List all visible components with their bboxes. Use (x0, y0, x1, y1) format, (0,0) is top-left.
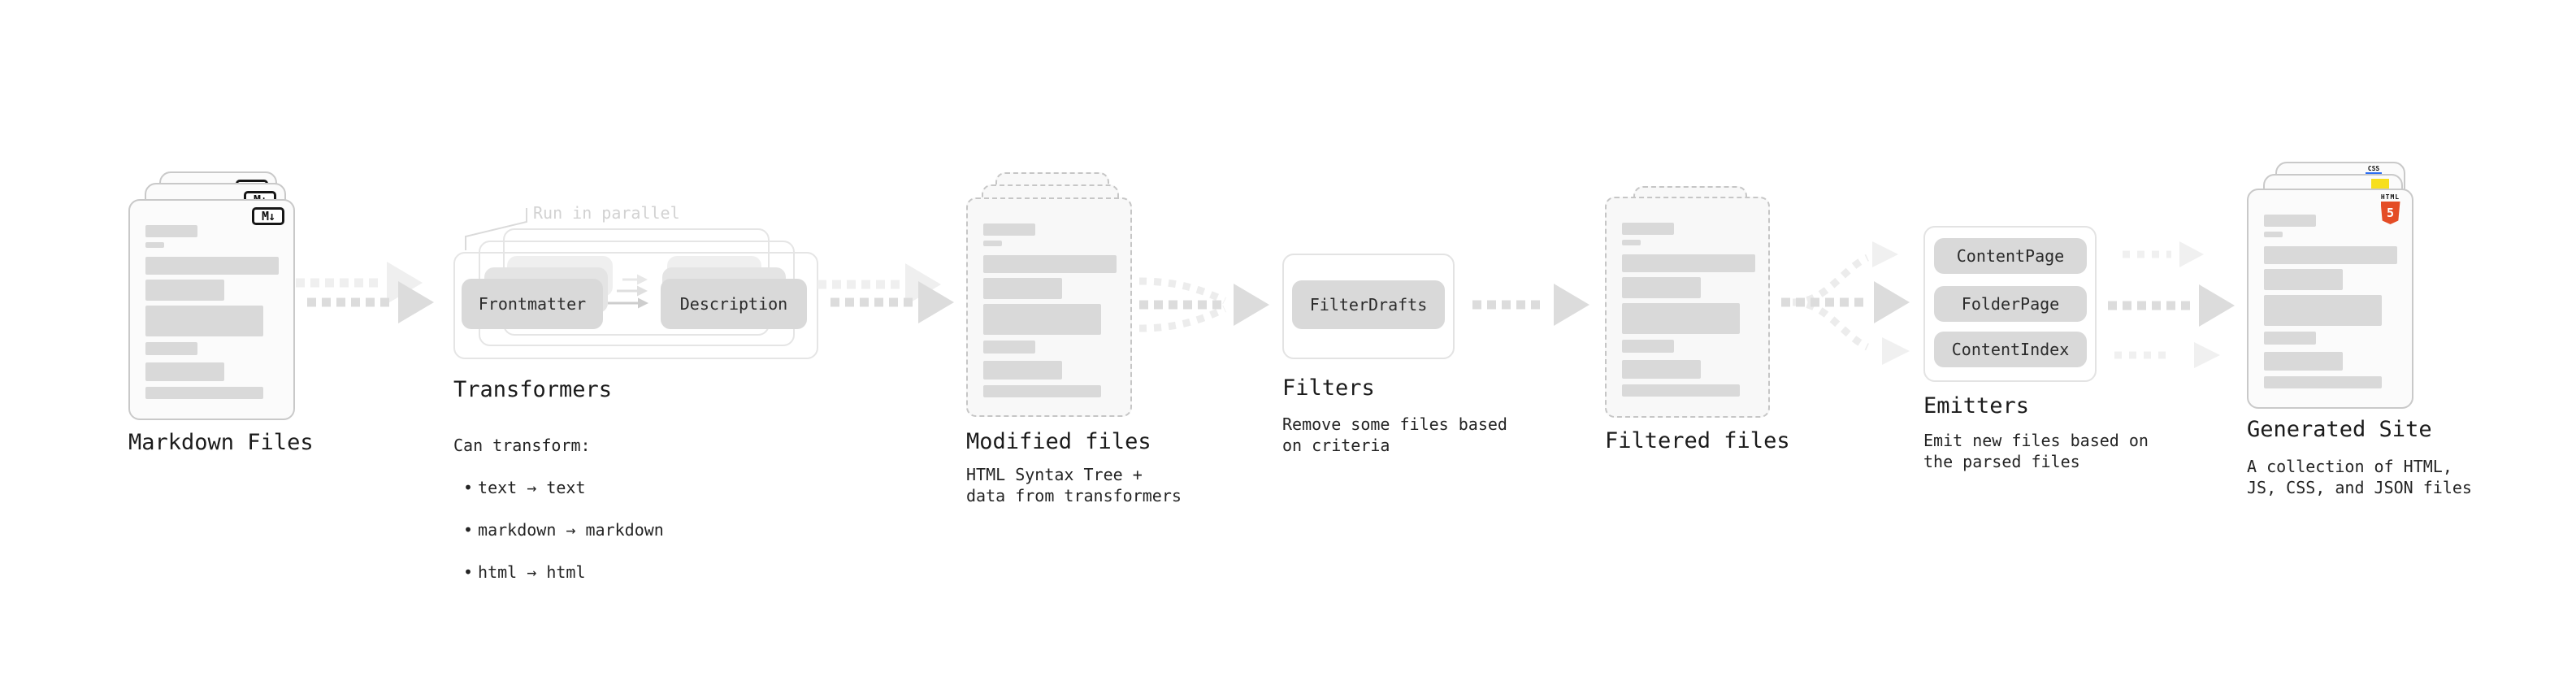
content-page-pill: ContentPage (1934, 238, 2087, 274)
markdown-icon: M↓ (252, 207, 284, 225)
frontmatter-pill: Frontmatter (462, 279, 603, 329)
transformers-subtitle: Can transform: (453, 436, 591, 455)
text-line-placeholder (1622, 360, 1701, 379)
text-line-placeholder (2264, 246, 2397, 264)
text-line-placeholder (1622, 384, 1740, 397)
content-page-pill-label: ContentPage (1956, 246, 2065, 266)
text-line-placeholder (1622, 223, 1674, 235)
modified-file-card-front (966, 197, 1132, 417)
frontmatter-pill-label: Frontmatter (478, 294, 587, 314)
text-line-placeholder (983, 385, 1101, 397)
stage-label-modified-files: Modified files (966, 429, 1151, 454)
text-line-placeholder (983, 340, 1035, 354)
markdown-icon-label: M↓ (261, 209, 275, 223)
text-line-placeholder (983, 241, 1002, 246)
text-line-placeholder (2264, 215, 2316, 227)
text-line-placeholder (1622, 240, 1641, 245)
markdown-file-card-front: M↓ (128, 199, 295, 420)
arrows-emitters-to-generated (2108, 241, 2235, 368)
run-in-parallel-note: Run in parallel (533, 203, 680, 223)
text-line-placeholder (1622, 277, 1701, 298)
text-line-placeholder (983, 223, 1035, 236)
transform-bullet-text: •text → text (463, 478, 586, 497)
generated-file-card-front: HTML 5 (2247, 189, 2413, 409)
text-line-placeholder (1622, 254, 1755, 272)
arrow-transformers-to-modified (817, 263, 954, 323)
folder-page-pill-label: FolderPage (1961, 294, 2060, 314)
text-line-placeholder (145, 225, 197, 237)
stage-label-generated-site: Generated Site (2247, 417, 2432, 442)
text-line-placeholder (2264, 269, 2343, 290)
stage-label-filtered-files: Filtered files (1605, 428, 1790, 453)
filtered-file-card-front (1605, 197, 1770, 418)
html5-icon-shield: 5 (2380, 202, 2400, 224)
emitters-description: Emit new files based on the parsed files (1923, 431, 2149, 471)
text-line-placeholder (983, 361, 1062, 380)
folder-page-pill: FolderPage (1934, 286, 2087, 322)
text-line-placeholder (983, 278, 1062, 299)
stage-label-emitters: Emitters (1923, 393, 2030, 419)
arrow-filters-to-filtered (1472, 284, 1589, 326)
bullet-icon: • (463, 520, 474, 540)
text-line-placeholder (145, 306, 263, 336)
transformer-layer-front (453, 252, 818, 359)
text-line-placeholder (2264, 376, 2382, 388)
text-line-placeholder (145, 280, 224, 301)
text-line-placeholder (1622, 340, 1674, 353)
html5-file-icon: HTML 5 (2380, 193, 2400, 224)
description-pill-label: Description (679, 294, 788, 314)
arrow-filtered-to-emitters (1781, 241, 1910, 365)
arrow-markdown-to-transformers (296, 262, 434, 323)
stage-label-transformers: Transformers (453, 377, 613, 402)
modified-files-description: HTML Syntax Tree + data from transformer… (966, 465, 1182, 505)
bullet-icon: • (463, 478, 474, 497)
html5-icon-word: HTML (2380, 193, 2400, 201)
text-line-placeholder (983, 304, 1101, 335)
text-line-placeholder (145, 362, 224, 381)
filter-drafts-pill: FilterDrafts (1292, 280, 1445, 329)
text-line-placeholder (145, 387, 263, 399)
filters-description: Remove some files based on criteria (1282, 414, 1507, 455)
stage-label-markdown-files: Markdown Files (128, 430, 314, 455)
filter-drafts-pill-label: FilterDrafts (1309, 295, 1428, 314)
transformers-description: Can transform: •text → text •markdown → … (453, 414, 664, 604)
css-file-icon: CSS (2366, 166, 2382, 175)
text-line-placeholder (983, 255, 1117, 273)
js-file-icon (2371, 179, 2389, 189)
transform-bullet-html: •html → html (463, 562, 586, 582)
text-line-placeholder (2264, 232, 2283, 237)
text-line-placeholder (2264, 332, 2316, 345)
bullet-icon: • (463, 562, 474, 582)
generated-site-description: A collection of HTML, JS, CSS, and JSON … (2247, 457, 2472, 497)
text-line-placeholder (1622, 303, 1740, 334)
description-pill: Description (661, 279, 807, 329)
text-line-placeholder (145, 342, 197, 355)
transform-bullet-markdown: •markdown → markdown (463, 520, 664, 540)
text-line-placeholder (2264, 295, 2382, 326)
content-index-pill: ContentIndex (1934, 332, 2087, 367)
text-line-placeholder (2264, 352, 2343, 371)
content-index-pill-label: ContentIndex (1951, 340, 2070, 359)
text-line-placeholder (145, 242, 164, 248)
arrow-modified-to-filters (1138, 277, 1269, 332)
stage-label-filters: Filters (1282, 375, 1375, 401)
text-line-placeholder (145, 257, 279, 275)
